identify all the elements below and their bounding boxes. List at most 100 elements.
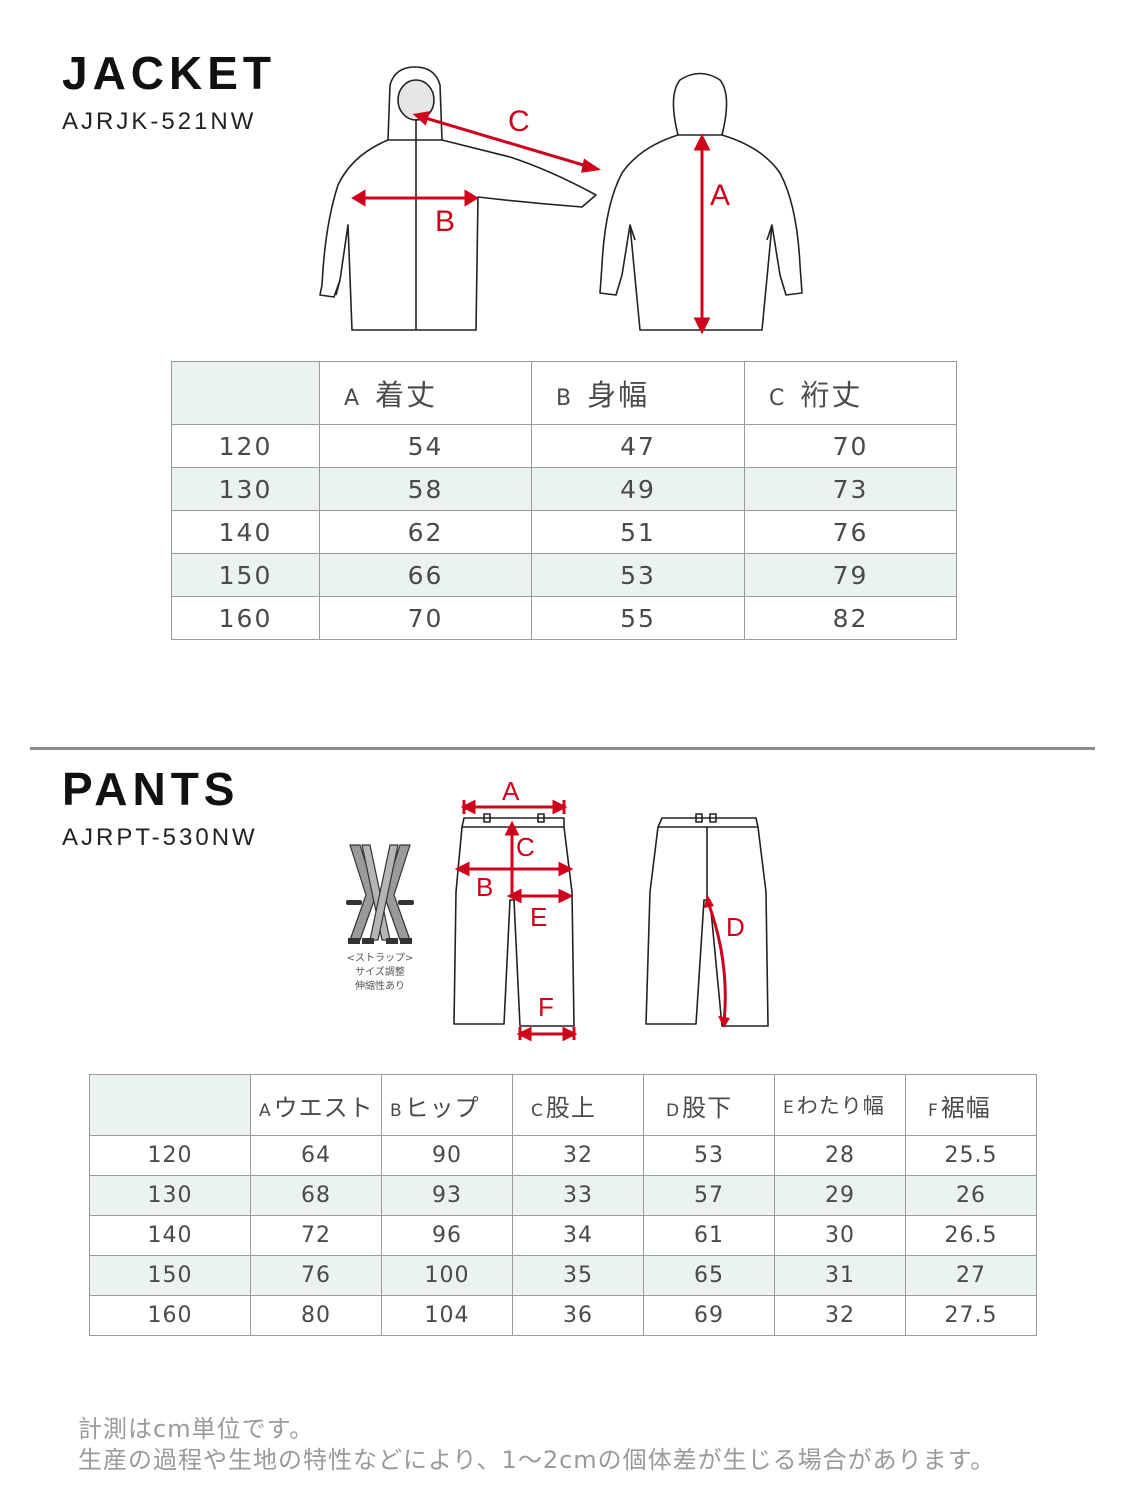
- jacket-front-body: [319, 139, 597, 331]
- table-header-row: Aウエスト Bヒップ C股上 D股下 Eわたり幅 F裾幅: [89, 1074, 1037, 1136]
- size-cell: 140: [89, 1215, 251, 1256]
- strap-note-line: サイズ調整: [355, 967, 405, 978]
- size-cell: 140: [171, 510, 320, 554]
- value-cell: 35: [512, 1255, 644, 1296]
- value-cell: 64: [250, 1135, 382, 1176]
- pants-title: PANTS: [62, 763, 240, 815]
- value-cell: 30: [774, 1215, 906, 1256]
- value-cell: 73: [744, 467, 957, 511]
- value-cell: 55: [531, 596, 745, 640]
- header-name: 裄丈: [800, 378, 863, 412]
- header-name: 股下: [682, 1093, 733, 1122]
- value-cell: 68: [250, 1175, 382, 1216]
- table-row: 160 70 55 82: [171, 596, 957, 640]
- value-cell: 76: [250, 1255, 382, 1296]
- header-letter: D: [666, 1100, 681, 1121]
- value-cell: 61: [643, 1215, 775, 1256]
- value-cell: 51: [531, 510, 745, 554]
- header-letter: A: [344, 386, 362, 411]
- header-e: Eわたり幅: [774, 1074, 906, 1136]
- value-cell: 62: [319, 510, 532, 554]
- value-cell: 25.5: [905, 1135, 1037, 1176]
- value-cell: 32: [512, 1135, 644, 1176]
- value-cell: 33: [512, 1175, 644, 1216]
- value-cell: 104: [381, 1295, 513, 1336]
- header-letter: B: [390, 1100, 403, 1121]
- value-cell: 90: [381, 1135, 513, 1176]
- header-name: 股上: [545, 1093, 596, 1122]
- strap-note-line: 伸縮性あり: [355, 981, 405, 992]
- jacket-illustration: C B A: [319, 66, 803, 335]
- header-name: わたり幅: [796, 1094, 885, 1118]
- table-row: 160 80 104 36 69 32 27.5: [89, 1295, 1037, 1336]
- value-cell: 66: [319, 553, 532, 597]
- header-name: 着丈: [375, 378, 438, 412]
- table-corner-cell: [89, 1074, 251, 1136]
- header-b: Bヒップ: [381, 1074, 513, 1136]
- strap-note-line: <ストラップ>: [346, 953, 414, 964]
- header-a: Aウエスト: [250, 1074, 382, 1136]
- table-row: 120 54 47 70: [171, 424, 957, 468]
- value-cell: 53: [531, 553, 745, 597]
- pants-label-c: C: [516, 832, 535, 862]
- table-row: 140 72 96 34 61 30 26.5: [89, 1215, 1037, 1256]
- jacket-label-a: A: [710, 179, 730, 212]
- value-cell: 28: [774, 1135, 906, 1176]
- pants-label-b: B: [476, 872, 493, 902]
- value-cell: 70: [319, 596, 532, 640]
- value-cell: 58: [319, 467, 532, 511]
- value-cell: 36: [512, 1295, 644, 1336]
- jacket-back-hood: [672, 72, 728, 136]
- header-letter: B: [556, 386, 574, 411]
- size-cell: 120: [89, 1135, 251, 1176]
- value-cell: 72: [250, 1215, 382, 1256]
- size-cell: 150: [171, 553, 320, 597]
- header-letter: A: [259, 1100, 272, 1121]
- value-cell: 80: [250, 1295, 382, 1336]
- pants-label-f: F: [538, 992, 554, 1022]
- value-cell: 27: [905, 1255, 1037, 1296]
- value-cell: 93: [381, 1175, 513, 1216]
- pants-label-a: A: [502, 776, 520, 806]
- note-variance: 生産の過程や生地の特性などにより、1～2cmの個体差が生じる場合があります。: [78, 1446, 996, 1474]
- value-cell: 96: [381, 1215, 513, 1256]
- value-cell: 100: [381, 1255, 513, 1296]
- size-cell: 120: [171, 424, 320, 468]
- pants-label-d: D: [726, 912, 745, 942]
- pants-front: [453, 817, 575, 1027]
- header-letter: F: [928, 1100, 939, 1121]
- value-cell: 32: [774, 1295, 906, 1336]
- header-letter: E: [783, 1098, 795, 1118]
- header-letter: C: [531, 1100, 544, 1121]
- jacket-product-code: AJRJK-521NW: [62, 108, 257, 135]
- note-unit: 計測はcm単位です。: [78, 1415, 315, 1443]
- table-row: 140 62 51 76: [171, 510, 957, 554]
- value-cell: 34: [512, 1215, 644, 1256]
- table-row: 130 58 49 73: [171, 467, 957, 511]
- value-cell: 31: [774, 1255, 906, 1296]
- header-name: 裾幅: [940, 1093, 991, 1122]
- pants-label-e: E: [530, 902, 547, 932]
- header-name: ウエスト: [273, 1093, 374, 1122]
- jacket-front-hood: [387, 66, 443, 141]
- size-cell: 130: [171, 467, 320, 511]
- value-cell: 69: [643, 1295, 775, 1336]
- header-b: B 身幅: [531, 361, 745, 425]
- header-a: A 着丈: [319, 361, 532, 425]
- value-cell: 82: [744, 596, 957, 640]
- header-name: 身幅: [587, 378, 650, 412]
- header-name: ヒップ: [404, 1093, 480, 1122]
- header-c: C股上: [512, 1074, 644, 1136]
- table-corner-cell: [171, 361, 320, 425]
- value-cell: 49: [531, 467, 745, 511]
- size-cell: 160: [89, 1295, 251, 1336]
- value-cell: 53: [643, 1135, 775, 1176]
- jacket-label-b: B: [435, 205, 455, 238]
- size-cell: 160: [171, 596, 320, 640]
- size-cell: 150: [89, 1255, 251, 1296]
- value-cell: 79: [744, 553, 957, 597]
- size-cell: 130: [89, 1175, 251, 1216]
